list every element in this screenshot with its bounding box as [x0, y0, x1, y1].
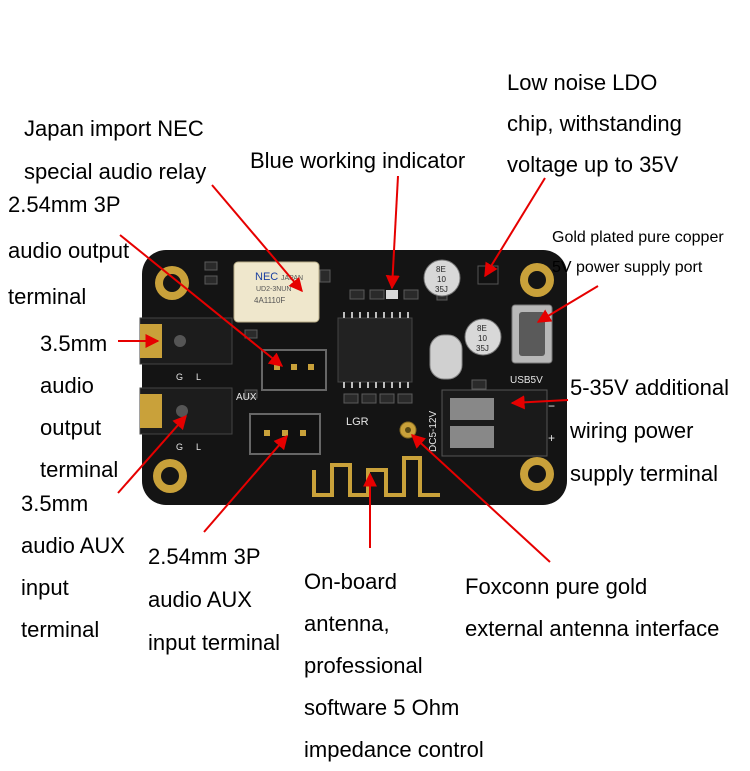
- relay-brand-text: NEC: [255, 271, 278, 283]
- capacitor-middle: [464, 318, 502, 356]
- svg-text:10: 10: [478, 334, 487, 343]
- svg-text:L: L: [196, 442, 201, 452]
- dc-silkscreen: DC5-12V: [428, 411, 439, 452]
- svg-text:10: 10: [437, 275, 446, 284]
- svg-text:−: −: [548, 399, 555, 413]
- crystal-oscillator: [429, 334, 463, 380]
- usb-silkscreen: USB5V: [510, 375, 543, 386]
- svg-text:G: G: [176, 372, 183, 382]
- capacitor-top: [423, 259, 461, 297]
- aux-silkscreen: AUX: [236, 392, 257, 403]
- svg-text:G: G: [176, 442, 183, 452]
- bluetooth-chip: [337, 317, 413, 383]
- relay-code-text: 4A1110F: [254, 296, 285, 305]
- label-blue-indicator: Blue working indicator: [250, 148, 466, 173]
- svg-text:35J: 35J: [435, 285, 448, 294]
- svg-text:L: L: [196, 372, 201, 382]
- lgr-silkscreen: LGR: [346, 416, 369, 428]
- svg-text:8E: 8E: [436, 265, 446, 274]
- relay-model-text: UD2-3NUN: [256, 286, 291, 293]
- ldo-chip: [477, 265, 499, 285]
- relay-country-text: JAPAN: [281, 275, 303, 282]
- blue-indicator-led: [386, 290, 398, 299]
- svg-text:35J: 35J: [476, 344, 489, 353]
- svg-text:+: +: [548, 431, 555, 445]
- svg-text:8E: 8E: [477, 324, 487, 333]
